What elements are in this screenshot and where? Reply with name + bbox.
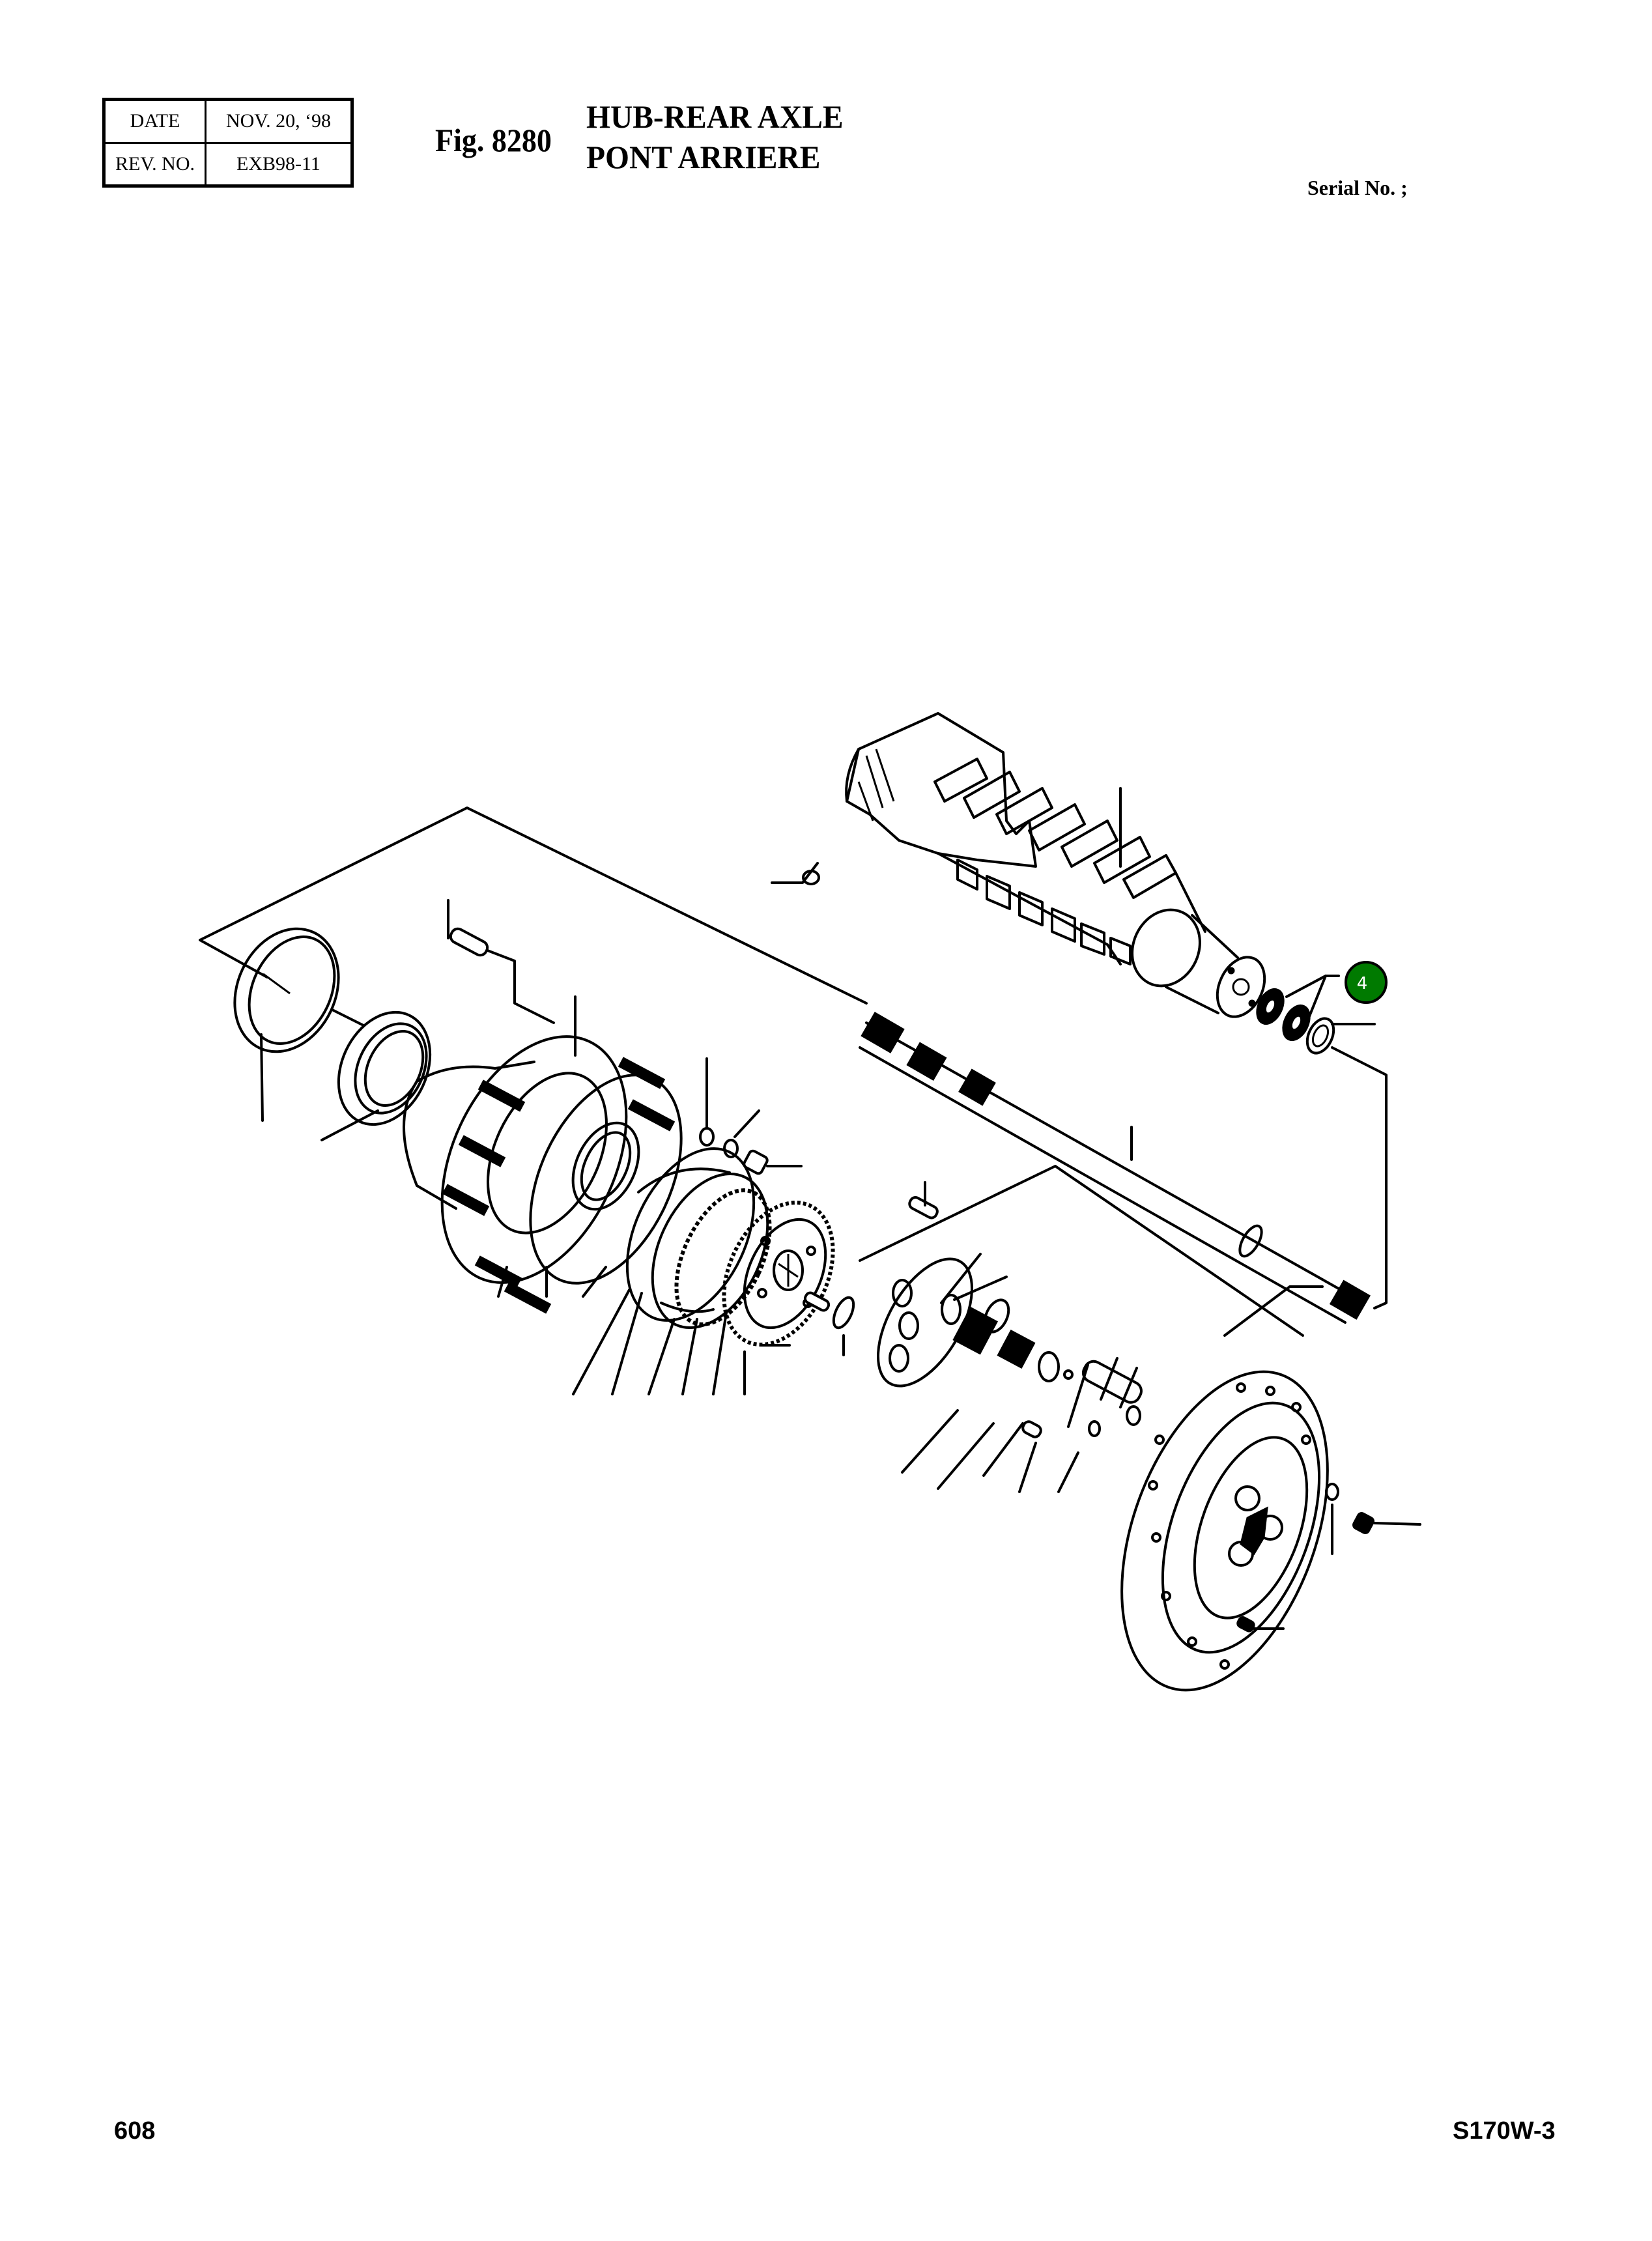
title-french: PONT ARRIERE	[586, 139, 821, 175]
leader-lines	[497, 1266, 1138, 1493]
axle-shaft	[859, 1012, 1371, 1324]
figure-number: Fig. 8280	[435, 122, 552, 158]
date-value: NOV. 20, ‘98	[205, 98, 353, 144]
planet-carrier	[722, 1181, 939, 1347]
ring-gear	[625, 1147, 772, 1329]
revision-label: REV. NO.	[103, 141, 206, 187]
callout-number: 4	[1356, 974, 1368, 993]
bearing-ring	[233, 927, 340, 1122]
title-english: HUB-REAR AXLE	[586, 98, 844, 135]
callout-marker-4[interactable]: 4	[1345, 961, 1388, 1004]
axle-housing	[771, 712, 1388, 1309]
hub-washer-nut	[699, 1057, 803, 1175]
revision-table: DATE NOV. 20, ‘98 REV. NO. EXB98-11	[102, 98, 354, 188]
revision-value: EXB98-11	[205, 141, 353, 187]
hub-cover	[859, 1165, 1421, 1692]
page-number: 608	[114, 2117, 156, 2145]
sun-gear-stack	[940, 1253, 1143, 1438]
model-code: S170W-3	[1453, 2117, 1556, 2145]
serial-number-label: Serial No. ;	[1307, 176, 1408, 199]
wheel-hub	[403, 899, 683, 1314]
assembly-bracket	[199, 806, 868, 1005]
date-label: DATE	[103, 98, 206, 144]
oil-seal	[320, 1008, 432, 1141]
page-title: HUB-REAR AXLE PONT ARRIERE	[586, 96, 844, 177]
